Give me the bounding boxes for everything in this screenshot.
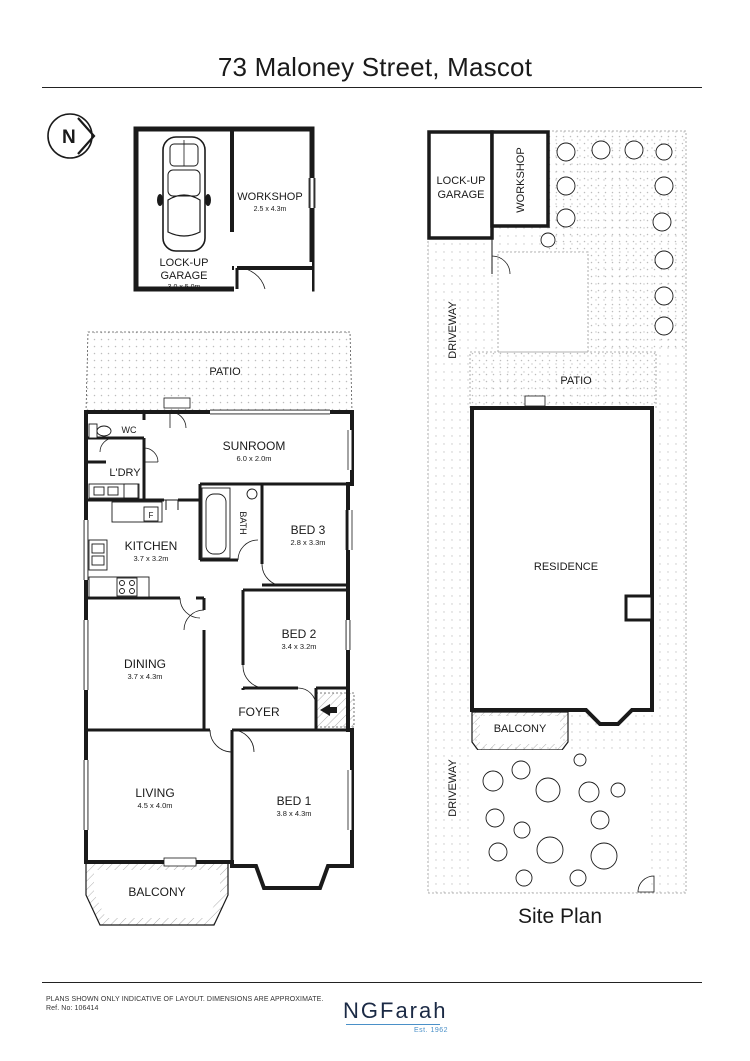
- site-driveway-top-label: DRIVEWAY: [447, 301, 459, 359]
- living-label: LIVING: [135, 786, 174, 800]
- sunroom-label: SUNROOM: [223, 439, 286, 453]
- toilet-icon: [88, 423, 98, 439]
- site-garage-label-line2: GARAGE: [437, 189, 484, 201]
- site-driveway-bottom-label: DRIVEWAY: [447, 759, 459, 817]
- bed1-label: BED 1: [277, 794, 312, 808]
- header-rule: [42, 87, 702, 88]
- entry-arrow-icon: [320, 704, 337, 716]
- bed2-label: BED 2: [282, 627, 317, 641]
- bed1-dimensions: 3.8 x 4.3m: [276, 809, 311, 818]
- balcony-label: BALCONY: [128, 885, 185, 899]
- garage-plan: LOCK-UP GARAGE 3.0 x 5.0m WORKSHOP 2.5 x…: [133, 126, 316, 292]
- fridge-icon: [143, 506, 159, 522]
- garage-label-line2: GARAGE: [160, 270, 207, 282]
- wc-label: WC: [122, 425, 137, 435]
- site-balcony-label: BALCONY: [494, 723, 547, 735]
- reference-number: Ref. No: 106414: [46, 1005, 99, 1012]
- page-title: 73 Maloney Street, Mascot: [217, 52, 533, 82]
- garage-label-line1: LOCK-UP: [160, 257, 209, 269]
- foyer-label: FOYER: [238, 705, 280, 719]
- brand-underline: [346, 1024, 440, 1025]
- laundry-label: L'DRY: [109, 467, 141, 479]
- brand-logo: NGFarah: [343, 998, 448, 1023]
- site-residence-label: RESIDENCE: [534, 561, 598, 573]
- site-plan-caption: Site Plan: [517, 905, 603, 928]
- fixtures: [88, 423, 258, 598]
- car-icon: [157, 136, 211, 252]
- north-compass-icon: N: [47, 113, 96, 159]
- patio-label: PATIO: [209, 366, 241, 378]
- compass-north-letter: N: [62, 127, 76, 148]
- disclaimer-text: PLANS SHOWN ONLY INDICATIVE OF LAYOUT. D…: [46, 996, 324, 1003]
- workshop-dimensions: 2.5 x 4.3m: [254, 206, 287, 213]
- garage-dimensions: 3.0 x 5.0m: [168, 284, 201, 291]
- bath-label: BATH: [238, 511, 248, 534]
- living-dimensions: 4.5 x 4.0m: [137, 801, 172, 810]
- shrub-icons: [482, 140, 674, 887]
- basin-icon: [246, 488, 258, 500]
- floor-plan: F PATIO WC SUNROOM 6.0 x 2.0m L'DRY BATH…: [83, 331, 355, 926]
- footer-rule: [42, 982, 702, 983]
- cooktop-icon: [116, 577, 138, 597]
- bed3-label: BED 3: [291, 523, 326, 537]
- brand-established: Est. 1962: [414, 1027, 449, 1034]
- sunroom-dimensions: 6.0 x 2.0m: [236, 454, 271, 463]
- kitchen-label: KITCHEN: [125, 539, 178, 553]
- workshop-label: WORKSHOP: [237, 191, 302, 203]
- fridge-letter: F: [149, 511, 154, 520]
- bed3-dimensions: 2.8 x 3.3m: [290, 538, 325, 547]
- dining-dimensions: 3.7 x 4.3m: [127, 672, 162, 681]
- site-patio-label: PATIO: [560, 375, 592, 387]
- site-plan: LOCK-UP GARAGE WORKSHOP DRIVEWAY PATIO R…: [427, 130, 687, 894]
- kitchen-dimensions: 3.7 x 3.2m: [133, 554, 168, 563]
- dining-label: DINING: [124, 657, 166, 671]
- bed2-dimensions: 3.4 x 3.2m: [281, 642, 316, 651]
- site-garage-label-line1: LOCK-UP: [437, 175, 486, 187]
- site-workshop-label: WORKSHOP: [515, 147, 527, 212]
